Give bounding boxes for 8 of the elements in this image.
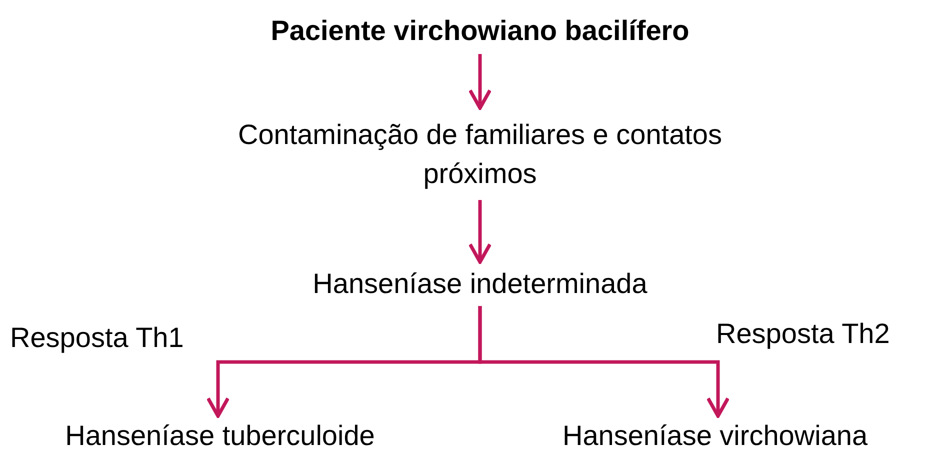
node-text: Hanseníase indeterminada (312, 267, 648, 302)
arrow (468, 200, 492, 264)
node-text: Contaminação de familiares e contatos próximos (236, 118, 724, 191)
arrow (468, 54, 492, 110)
node-text: Hanseníase tuberculoide (65, 419, 375, 454)
node-text: Hanseníase virchowiana (562, 419, 868, 454)
title-text: Paciente virchowiano bacilífero (270, 14, 690, 48)
arrow (478, 306, 730, 418)
